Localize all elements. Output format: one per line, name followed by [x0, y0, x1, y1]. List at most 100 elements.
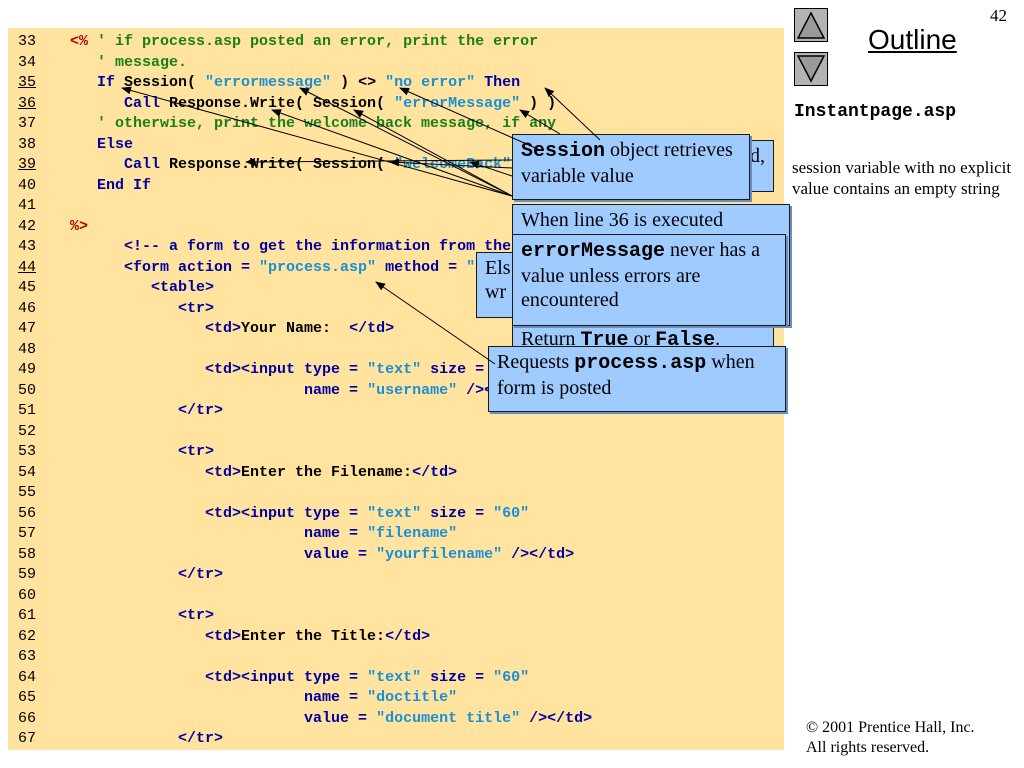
code-token: ' message. [70, 53, 188, 71]
code-text: <tr> [70, 442, 214, 462]
line-number: 60 [18, 586, 37, 604]
code-token: Call [70, 94, 161, 112]
code-text: <td><input type = "text" size = "60" [70, 504, 529, 524]
code-token: <td> [70, 463, 242, 481]
next-slide-button[interactable] [794, 52, 828, 86]
code-text: name = "username" /></td> [70, 381, 529, 401]
triangle-up-icon [796, 11, 826, 39]
code-text: Call Response.Write( Session( "welcomeBa… [70, 155, 547, 175]
line-number: 35 [18, 74, 37, 91]
line-number: 54 [18, 463, 37, 481]
line-number: 55 [18, 484, 37, 501]
code-token: <tr> [70, 443, 215, 460]
previous-slide-button[interactable] [794, 8, 828, 42]
code-token: /></td> [520, 709, 593, 727]
code-token: Your Name: [241, 320, 350, 337]
line-number: 49 [18, 361, 37, 378]
code-token: <td><input type = [70, 504, 368, 522]
code-token: End If [70, 176, 152, 194]
side-note: session variable with no explicit value … [792, 158, 1012, 198]
line-number: 40 [18, 176, 37, 194]
code-text: value = "document title" /></td> [70, 709, 592, 729]
code-token: "text" [367, 504, 422, 522]
line-number: 42 [18, 217, 37, 235]
code-text: ' otherwise, print the welcome back mess… [70, 114, 556, 134]
code-token: <tr> [70, 607, 215, 624]
code-text: <tr> [70, 299, 214, 319]
code-token: "errormessage" [205, 74, 332, 91]
code-token: <td><input type = [70, 361, 368, 378]
code-text: <td>Enter the Title:</td> [70, 627, 430, 647]
code-token: Response.Write( Session( [160, 156, 395, 173]
line-number: 56 [18, 504, 37, 522]
line-number: 58 [18, 545, 37, 563]
code-token: <td><input type = [70, 668, 368, 686]
code-token: Else [70, 135, 134, 153]
code-text: If Session( "errormessage" ) <> "no erro… [70, 73, 520, 93]
code-text: <form action = "process.asp" method = "p… [70, 258, 529, 278]
line-number: 41 [18, 197, 37, 214]
line-number: 61 [18, 607, 37, 624]
code-text: <td><input type = "text" size = "60" [70, 360, 529, 380]
line-number: 57 [18, 525, 37, 542]
code-token: <% [70, 33, 89, 50]
code-token: method = [376, 258, 467, 276]
code-text: <tr> [70, 606, 214, 626]
code-text: </tr> [70, 565, 223, 585]
line-number: 46 [18, 299, 37, 317]
line-number: 34 [18, 53, 37, 71]
callout-requests-process: Requests process.asp when form is posted [488, 346, 786, 412]
copyright: © 2001 Prentice Hall, Inc. All rights re… [806, 719, 975, 756]
code-token: <form action = [70, 258, 260, 276]
code-token: </tr> [70, 566, 224, 583]
code-token: "filename" [367, 525, 458, 542]
code-token: "doctitle" [367, 689, 458, 706]
code-token: value = [70, 545, 377, 563]
code-token: ) ) [520, 94, 557, 112]
line-number: 38 [18, 135, 37, 153]
code-token: ' if process.asp posted an error, print … [88, 33, 539, 50]
code-token: "text" [367, 361, 422, 378]
code-text: name = "doctitle" [70, 688, 457, 708]
line-number: 62 [18, 627, 37, 645]
code-text: value = "yourfilename" /></td> [70, 545, 574, 565]
line-number: 65 [18, 689, 37, 706]
code-text: Else [70, 135, 133, 155]
triangle-down-icon [796, 55, 826, 83]
callout-session-object: Session object retrieves variable value [512, 134, 750, 200]
code-token: "errorMessage" [394, 94, 521, 112]
code-token: If [70, 74, 116, 91]
code-text: <td><input type = "text" size = "60" [70, 668, 529, 688]
code-token: size = [421, 504, 494, 522]
code-token: </tr> [70, 730, 224, 747]
code-text: %> [70, 217, 88, 237]
code-token: "60" [493, 504, 530, 522]
code-token: </tr> [70, 402, 224, 419]
line-number: 39 [18, 156, 37, 173]
code-token: </td> [412, 463, 458, 481]
line-number: 44 [18, 258, 37, 276]
code-token: "60" [493, 668, 530, 686]
code-token: Session( [115, 74, 206, 91]
line-number: 67 [18, 730, 37, 747]
code-token: "no error" [385, 74, 476, 91]
code-token: "document title" [376, 709, 521, 727]
code-token: size = [421, 668, 494, 686]
line-number: 66 [18, 709, 37, 727]
line-number: 63 [18, 648, 37, 665]
code-token: </td> [349, 320, 395, 337]
code-token: <td> [70, 627, 242, 645]
line-number: 52 [18, 422, 37, 440]
line-number: 37 [18, 115, 37, 132]
code-token: Then [475, 74, 521, 91]
code-token: ) <> [331, 74, 386, 91]
code-token: "yourfilename" [376, 545, 503, 563]
code-token: Call [70, 156, 161, 173]
line-number: 48 [18, 340, 37, 358]
code-token: <tr> [70, 299, 215, 317]
code-token: size = [421, 361, 494, 378]
code-token: ' otherwise, print the welcome back mess… [70, 115, 557, 132]
code-token: <td> [70, 320, 242, 337]
outline-link[interactable]: Outline [868, 24, 957, 55]
code-token: "process.asp" [259, 258, 377, 276]
